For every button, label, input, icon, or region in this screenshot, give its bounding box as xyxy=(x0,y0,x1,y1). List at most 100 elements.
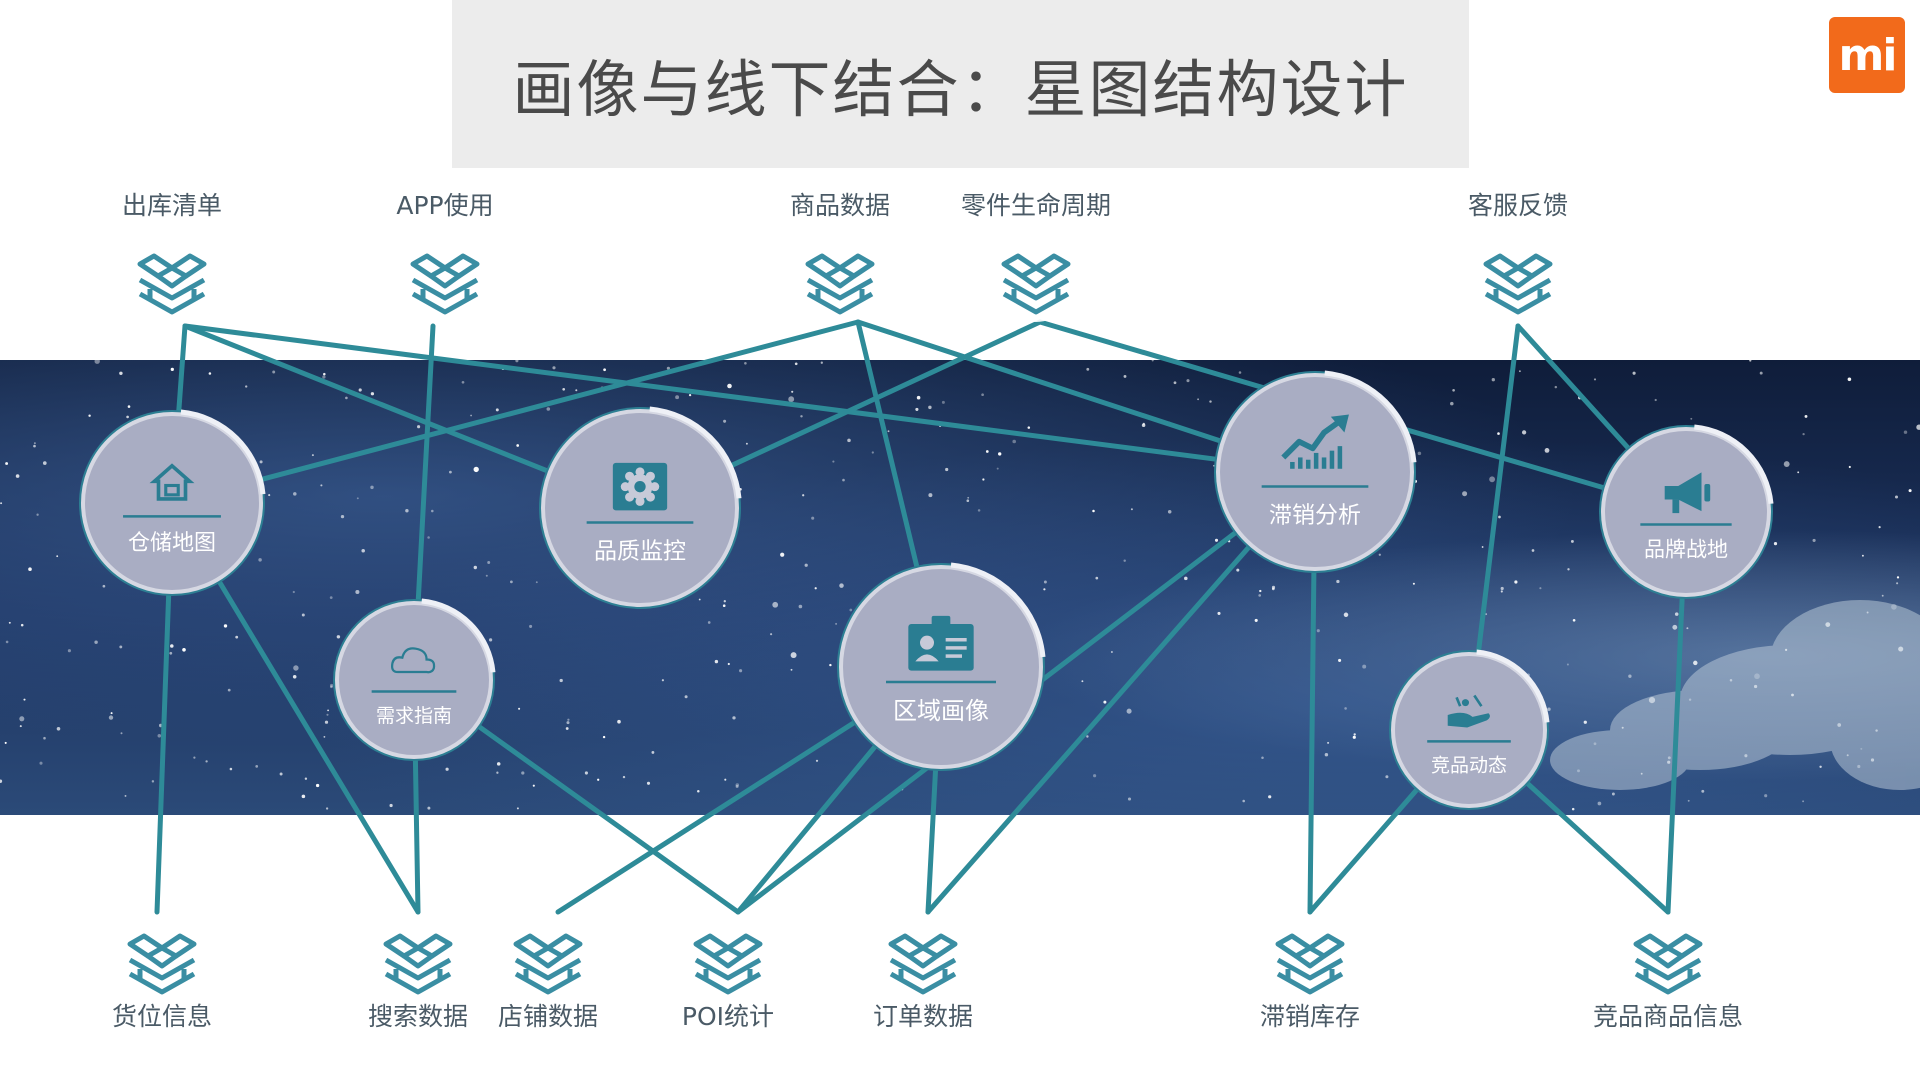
star xyxy=(820,361,823,364)
star xyxy=(245,385,248,388)
star xyxy=(1151,359,1154,362)
star xyxy=(42,461,47,465)
star xyxy=(772,601,779,608)
star xyxy=(473,466,479,473)
star xyxy=(842,478,845,482)
star xyxy=(1385,775,1389,779)
star xyxy=(815,759,819,762)
star xyxy=(229,767,233,771)
star xyxy=(1611,792,1615,796)
hub-label-h5: 滞销分析 xyxy=(1269,503,1361,529)
star xyxy=(1254,618,1258,622)
star xyxy=(1687,799,1690,802)
star xyxy=(151,780,155,783)
star xyxy=(33,442,36,445)
source-b4: POI统计 xyxy=(682,926,774,1031)
star xyxy=(1412,582,1415,585)
star xyxy=(1086,735,1089,738)
star xyxy=(559,678,563,683)
star xyxy=(546,407,551,411)
star xyxy=(1130,508,1133,511)
star xyxy=(355,589,360,595)
star xyxy=(529,624,533,628)
star xyxy=(485,574,488,577)
star xyxy=(1895,495,1898,499)
star xyxy=(829,663,832,667)
star xyxy=(661,679,664,682)
star xyxy=(1268,795,1272,799)
star xyxy=(193,756,196,759)
star xyxy=(301,794,306,799)
star xyxy=(489,638,493,642)
star xyxy=(322,375,326,379)
hub-label-h2: 品质监控 xyxy=(594,539,686,565)
star xyxy=(790,668,793,671)
box-icon xyxy=(885,926,961,1002)
edge-h1-b1 xyxy=(154,591,172,915)
source-label-b5: 订单数据 xyxy=(873,1002,973,1031)
star xyxy=(562,387,566,391)
star xyxy=(646,781,651,785)
star xyxy=(1903,430,1908,434)
edge-h6-b7 xyxy=(1665,594,1685,915)
hub-label-h1: 仓储地图 xyxy=(128,531,216,556)
star xyxy=(651,750,655,754)
star xyxy=(1491,378,1495,382)
source-t3: 商品数据 xyxy=(790,191,890,322)
source-label-b1: 货位信息 xyxy=(112,1002,212,1031)
source-b3: 店铺数据 xyxy=(498,926,598,1031)
star xyxy=(182,647,186,652)
star xyxy=(707,621,711,624)
star xyxy=(1197,398,1199,401)
star xyxy=(744,362,747,365)
star xyxy=(36,513,39,516)
star xyxy=(1632,371,1636,375)
star xyxy=(1896,582,1899,585)
star xyxy=(723,419,727,423)
star xyxy=(697,789,700,793)
source-label-t5: 客服反馈 xyxy=(1468,191,1568,220)
star xyxy=(326,713,329,716)
star xyxy=(1127,797,1132,801)
star xyxy=(839,583,844,588)
star xyxy=(684,695,688,699)
star xyxy=(804,563,808,567)
star xyxy=(811,516,815,520)
star xyxy=(1043,580,1047,584)
star xyxy=(1804,414,1808,418)
megaphone-icon xyxy=(1664,472,1711,514)
source-label-t1: 出库清单 xyxy=(122,191,222,220)
star xyxy=(770,633,773,636)
box-icon xyxy=(134,246,210,322)
star xyxy=(1764,794,1768,798)
star xyxy=(723,600,726,603)
star xyxy=(1547,707,1551,711)
star xyxy=(1572,618,1576,622)
cloud-icon xyxy=(390,647,436,674)
star xyxy=(102,584,106,588)
hub-h7: 竞品动态 xyxy=(1389,649,1550,810)
hub-h5: 滞销分析 xyxy=(1214,370,1417,573)
star xyxy=(370,485,374,490)
star xyxy=(982,478,985,481)
star xyxy=(1497,432,1500,435)
star xyxy=(1861,554,1864,557)
box-icon xyxy=(407,246,483,322)
star xyxy=(518,707,521,710)
star xyxy=(780,552,785,557)
source-label-t4: 零件生命周期 xyxy=(961,191,1111,220)
star xyxy=(1797,471,1800,474)
trend-chart-icon xyxy=(1281,414,1349,469)
star xyxy=(1012,439,1016,444)
star xyxy=(255,765,259,768)
star xyxy=(966,499,970,502)
box-icon xyxy=(1480,246,1556,322)
edge-t1-h2 xyxy=(182,323,551,474)
star xyxy=(1628,674,1632,678)
source-label-b4: POI统计 xyxy=(682,1002,774,1031)
star xyxy=(1896,576,1900,579)
source-label-b2: 搜索数据 xyxy=(368,1002,468,1031)
star xyxy=(1344,707,1347,710)
